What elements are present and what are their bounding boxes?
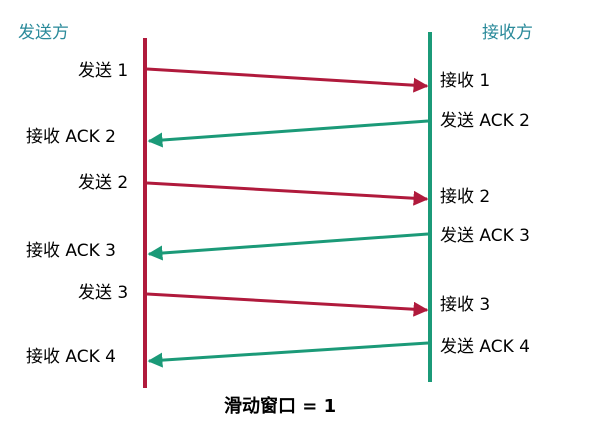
sender-title: 发送方	[18, 23, 69, 43]
ack-recv-label-3: 接收 ACK 4	[26, 347, 116, 367]
diagram-caption: 滑动窗口 = 1	[224, 395, 336, 417]
send-label-1: 发送 1	[78, 61, 128, 81]
ack-send-label-3: 发送 ACK 4	[440, 337, 530, 357]
ack-recv-label-1: 接收 ACK 2	[26, 127, 116, 147]
data-arrow-1	[146, 67, 429, 93]
ack-arrow-3	[147, 341, 429, 368]
recv-label-3: 接收 3	[440, 295, 490, 315]
data-arrow-2	[146, 181, 429, 206]
send-label-2: 发送 2	[78, 173, 128, 193]
ack-arrow-1	[147, 119, 429, 148]
ack-send-label-2: 发送 ACK 3	[440, 226, 530, 246]
receiver-title: 接收方	[482, 23, 533, 43]
send-label-3: 发送 3	[78, 283, 128, 303]
data-arrow-3	[146, 292, 429, 317]
ack-recv-label-2: 接收 ACK 3	[26, 241, 116, 261]
ack-send-label-1: 发送 ACK 2	[440, 111, 530, 131]
ack-arrow-2	[147, 232, 429, 261]
recv-label-1: 接收 1	[440, 71, 490, 91]
recv-label-2: 接收 2	[440, 187, 490, 207]
